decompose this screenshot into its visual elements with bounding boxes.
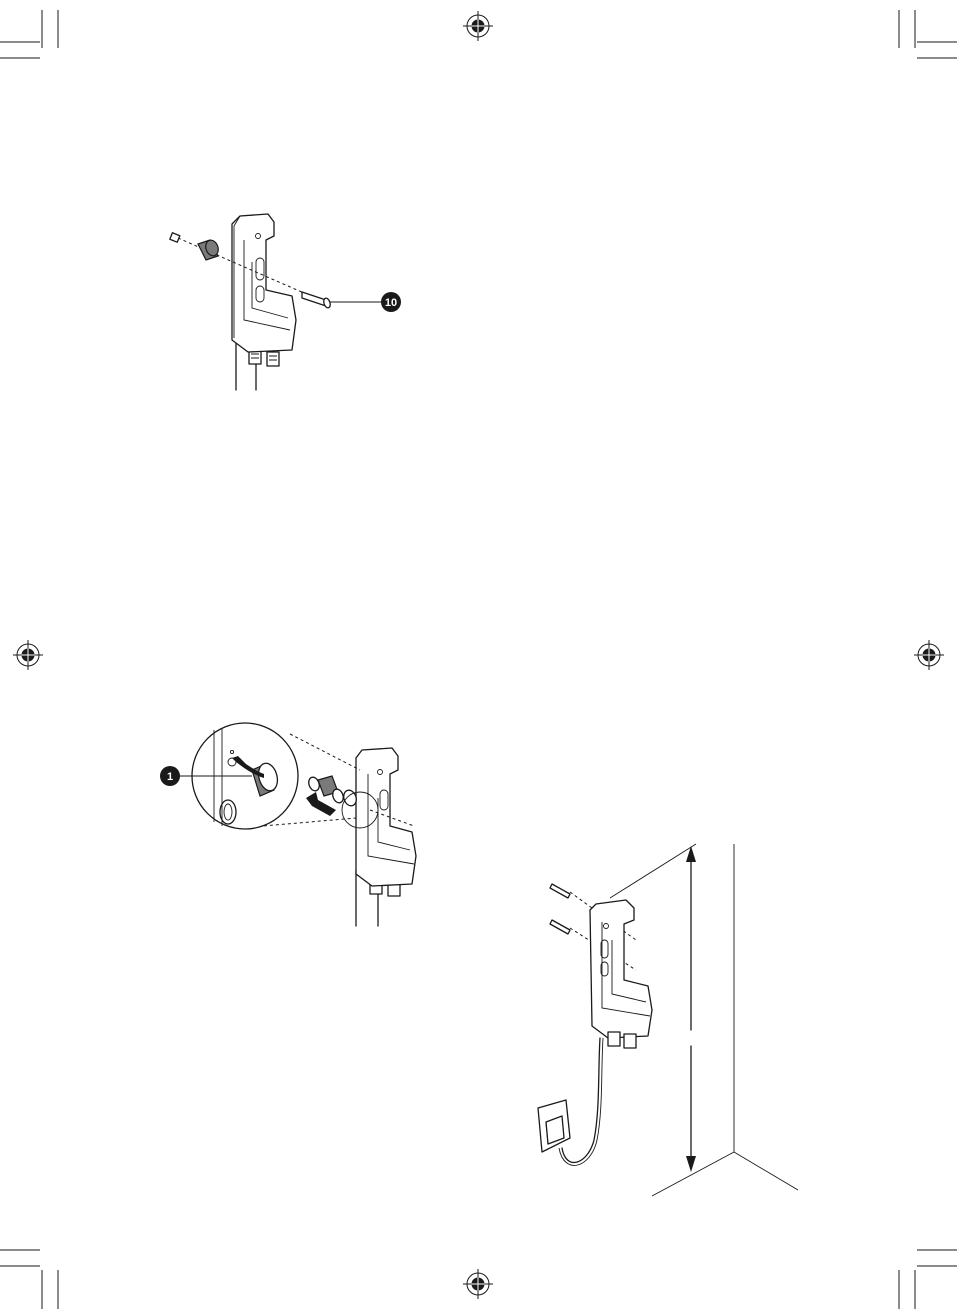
registration-mark-right [914,640,944,670]
screw [302,292,331,309]
crop-marks-bottom-left [0,1250,58,1309]
mounting-bracket-wall [590,900,652,1048]
spacer [198,238,220,260]
power-adapter [538,1038,603,1165]
svg-text:1: 1 [167,771,173,783]
svg-text:10: 10 [385,297,397,309]
crop-marks-bottom-right [899,1250,957,1309]
height-dimension-arrow [686,846,696,1172]
figure-wall-mount [538,844,798,1196]
crop-marks-top-right [899,10,957,58]
mounting-bracket [232,214,296,352]
crop-marks-top-left [0,10,58,58]
callout-10: 10 [330,292,401,312]
registration-mark-bottom [463,1269,493,1299]
registration-mark-top [463,11,493,41]
registration-mark-left [13,640,43,670]
cap-nut [170,233,180,242]
figure-bracket-detail: 1 [160,723,416,926]
figure-bracket-screw: 10 [170,214,401,390]
